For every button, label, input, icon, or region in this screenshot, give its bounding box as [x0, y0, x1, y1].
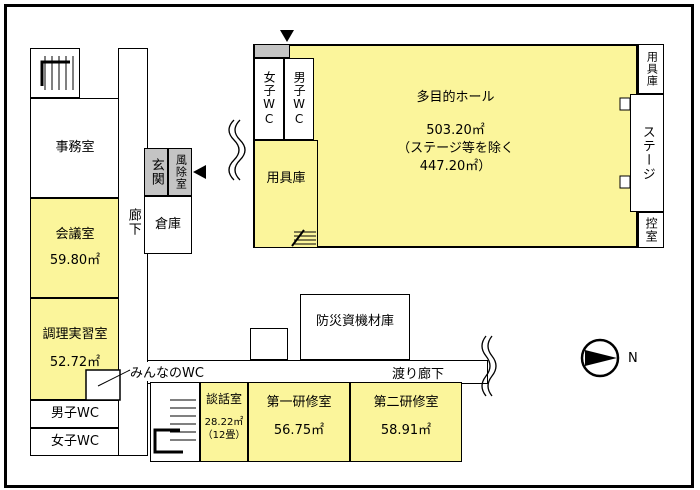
hall-top-gray-strip [254, 44, 290, 58]
entrance-arrow-left [193, 165, 206, 179]
office: 事務室 [30, 98, 120, 198]
compass-label: N [628, 351, 638, 366]
meeting-room-label: 会議室 [55, 227, 95, 243]
south-stairs-arrow [153, 428, 183, 454]
stage-storage-label: 用具庫 [645, 51, 659, 87]
break-line-left-2 [234, 119, 246, 181]
disaster-storage-label: 防災資機材庫 [315, 314, 394, 330]
stage: ステージ [630, 94, 664, 212]
south-stair [150, 382, 200, 462]
training-room-1: 第一研修室 56.75㎡ [248, 382, 350, 462]
training-room-1-area: 56.75㎡ [273, 423, 325, 438]
corridor-label: 廊下 [125, 208, 141, 236]
lounge-note: （12畳） [202, 430, 246, 442]
womens-wc-label: 女子WC [51, 434, 99, 450]
hall-label: 多目的ホール [416, 89, 495, 105]
hall-wc-male: 男子WC [284, 58, 314, 140]
hall-stairs-arrow [291, 229, 305, 247]
windbreak-label: 風除室 [174, 154, 188, 190]
bridge-corridor-label: 渡り廊下 [392, 367, 445, 382]
meeting-room: 会議室 59.80㎡ [30, 198, 120, 298]
meeting-room-area: 59.80㎡ [49, 253, 101, 268]
universal-wc-label: みんなのWC [128, 362, 206, 381]
hall-wc-female-label: 女子WC [262, 71, 277, 127]
universal-wc-room [85, 369, 121, 401]
south-stairs [170, 399, 196, 441]
mens-wc-label: 男子WC [51, 406, 99, 422]
hall-storage: 用具庫 [254, 140, 318, 248]
womens-wc: 女子WC [30, 428, 120, 456]
training-room-2-area: 58.91㎡ [380, 423, 432, 438]
break-line-bridge-2 [487, 335, 497, 397]
stage-label: ステージ [639, 125, 655, 181]
green-room: 控室 [638, 212, 664, 248]
break-line-left [228, 119, 240, 181]
windbreak-room: 風除室 [168, 148, 192, 196]
storage: 倉庫 [144, 196, 192, 254]
cooking-room-label: 調理実習室 [42, 327, 108, 343]
stairs-arrow-top-left [40, 60, 70, 86]
mens-wc: 男子WC [30, 400, 120, 428]
hall-note: （ステージ等を除く [397, 141, 514, 156]
hall-area: 503.20㎡ [426, 123, 485, 139]
training-room-2: 第二研修室 58.91㎡ [350, 382, 462, 462]
training-room-2-label: 第二研修室 [373, 395, 439, 411]
green-room-label: 控室 [644, 217, 659, 243]
connector-box [250, 328, 288, 360]
lounge-area: 28.22㎡ [204, 416, 244, 428]
break-line-bridge [481, 335, 491, 397]
office-label: 事務室 [55, 140, 95, 156]
hall-wc-male-label: 男子WC [292, 71, 307, 127]
training-room-1-label: 第一研修室 [266, 395, 332, 411]
lounge-label: 談話室 [205, 392, 242, 407]
compass-icon [580, 338, 620, 378]
lounge: 談話室 28.22㎡ （12畳） [200, 382, 248, 462]
entrance: 玄関 [144, 148, 168, 196]
entrance-label: 玄関 [148, 158, 164, 186]
hall-top-arrow [280, 30, 294, 42]
stage-step-bottom [619, 175, 631, 189]
hall-area-excl: 447.20㎡） [419, 158, 492, 174]
stage-storage: 用具庫 [638, 44, 664, 94]
hall-storage-label: 用具庫 [266, 171, 306, 187]
hall-wc-female: 女子WC [254, 58, 284, 140]
stair-area-top-left [30, 48, 80, 98]
universal-wc-pointer [97, 369, 131, 387]
storage-label: 倉庫 [154, 217, 181, 233]
stage-step-top [619, 97, 631, 111]
disaster-storage: 防災資機材庫 [300, 294, 410, 360]
cooking-room-area: 52.72㎡ [49, 355, 101, 370]
